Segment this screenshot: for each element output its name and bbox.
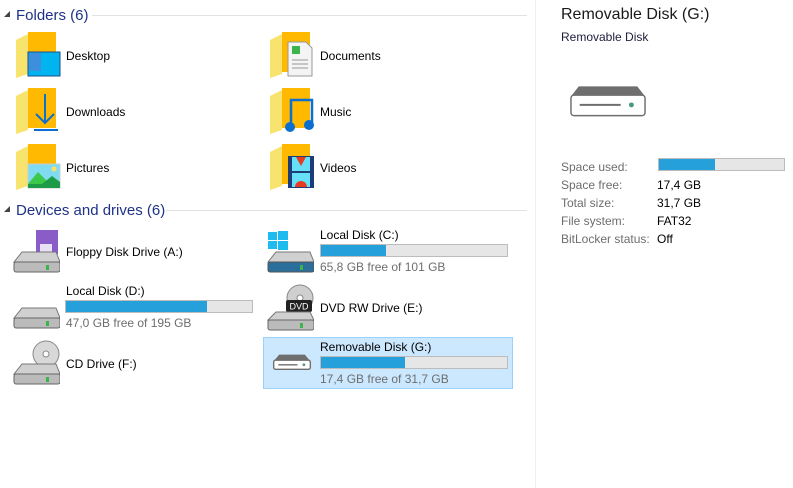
usage-fill — [321, 357, 405, 368]
hard-disk-icon — [12, 307, 60, 329]
downloads-folder-icon — [16, 88, 58, 134]
folder-name: Music — [320, 105, 352, 119]
folder-pictures[interactable]: Pictures — [14, 142, 264, 194]
usage-fill — [66, 301, 208, 312]
collapse-triangle-icon[interactable] — [4, 206, 10, 212]
drive-name: DVD RW Drive (E:) — [320, 301, 423, 315]
prop-value-space-free: 17,4 GB — [657, 178, 702, 192]
drive-name: Removable Disk (G:) — [320, 340, 432, 354]
details-subtitle: Removable Disk — [561, 30, 649, 44]
drive-floppy-a[interactable]: Floppy Disk Drive (A:) — [12, 228, 262, 280]
drive-name: Local Disk (C:) — [320, 228, 399, 242]
desktop-folder-icon — [16, 32, 61, 78]
music-folder-icon — [270, 88, 314, 134]
drive-free-space: 47,0 GB free of 195 GB — [66, 316, 192, 330]
cd-drive-icon — [12, 340, 60, 385]
drive-local-c[interactable]: Local Disk (C:) 65,8 GB free of 101 GB — [266, 228, 516, 280]
dvd-logo-text: DVD — [289, 302, 309, 312]
floppy-drive-icon — [12, 230, 60, 273]
prop-label-space-free: Space free: — [561, 178, 623, 192]
prop-value-total-size: 31,7 GB — [657, 196, 702, 210]
folder-name: Downloads — [66, 105, 126, 119]
usage-fill — [659, 159, 716, 170]
details-title: Removable Disk (G:) — [561, 6, 710, 23]
prop-value-bitlocker: Off — [657, 232, 673, 246]
folder-name: Desktop — [66, 49, 111, 63]
drive-removable-g[interactable]: Removable Disk (G:) 17,4 GB free of 31,7… — [263, 337, 513, 389]
removable-disk-icon — [272, 354, 312, 371]
drive-free-space: 17,4 GB free of 31,7 GB — [320, 372, 449, 386]
drive-name: CD Drive (F:) — [66, 357, 137, 371]
folders-group-header[interactable]: Folders (6) — [0, 5, 535, 25]
drive-local-d[interactable]: Local Disk (D:) 47,0 GB free of 195 GB — [12, 284, 262, 336]
documents-folder-icon — [270, 32, 313, 78]
folder-videos[interactable]: Videos — [268, 142, 518, 194]
folder-name: Pictures — [66, 161, 110, 175]
drive-usage-bar — [320, 356, 508, 369]
prop-label-total-size: Total size: — [561, 196, 615, 210]
drive-usage-bar — [65, 300, 253, 313]
collapse-triangle-icon[interactable] — [4, 11, 10, 17]
group-title: Folders (6) — [16, 6, 89, 24]
prop-label-space-used: Space used: — [561, 160, 628, 174]
drive-free-space: 65,8 GB free of 101 GB — [320, 260, 446, 274]
folder-name: Documents — [320, 49, 381, 63]
folder-documents[interactable]: Documents — [268, 30, 518, 82]
drive-usage-bar — [320, 244, 508, 257]
details-usage-bar — [658, 158, 785, 171]
pane-divider[interactable] — [535, 0, 536, 488]
prop-label-bitlocker: BitLocker status: — [561, 232, 650, 246]
usage-fill — [321, 245, 387, 256]
divider — [166, 210, 527, 211]
prop-value-file-system: FAT32 — [657, 214, 692, 228]
drive-dvd-e[interactable]: DVD DVD RW Drive (E:) — [266, 284, 516, 336]
drive-name: Local Disk (D:) — [66, 284, 145, 298]
pictures-folder-icon — [16, 144, 61, 190]
dvd-drive-icon: DVD — [266, 284, 314, 331]
drive-cd-f[interactable]: CD Drive (F:) — [12, 340, 262, 392]
folder-name: Videos — [320, 161, 357, 175]
removable-disk-large-icon — [570, 86, 646, 117]
folder-music[interactable]: Music — [268, 86, 518, 138]
drives-group-header[interactable]: Devices and drives (6) — [0, 200, 535, 220]
folder-downloads[interactable]: Downloads — [14, 86, 264, 138]
videos-folder-icon — [270, 144, 314, 190]
group-title: Devices and drives (6) — [16, 201, 166, 219]
system-disk-icon — [266, 231, 314, 273]
prop-label-file-system: File system: — [561, 214, 626, 228]
divider — [92, 15, 527, 16]
folder-desktop[interactable]: Desktop — [14, 30, 264, 82]
drive-name: Floppy Disk Drive (A:) — [66, 245, 183, 259]
